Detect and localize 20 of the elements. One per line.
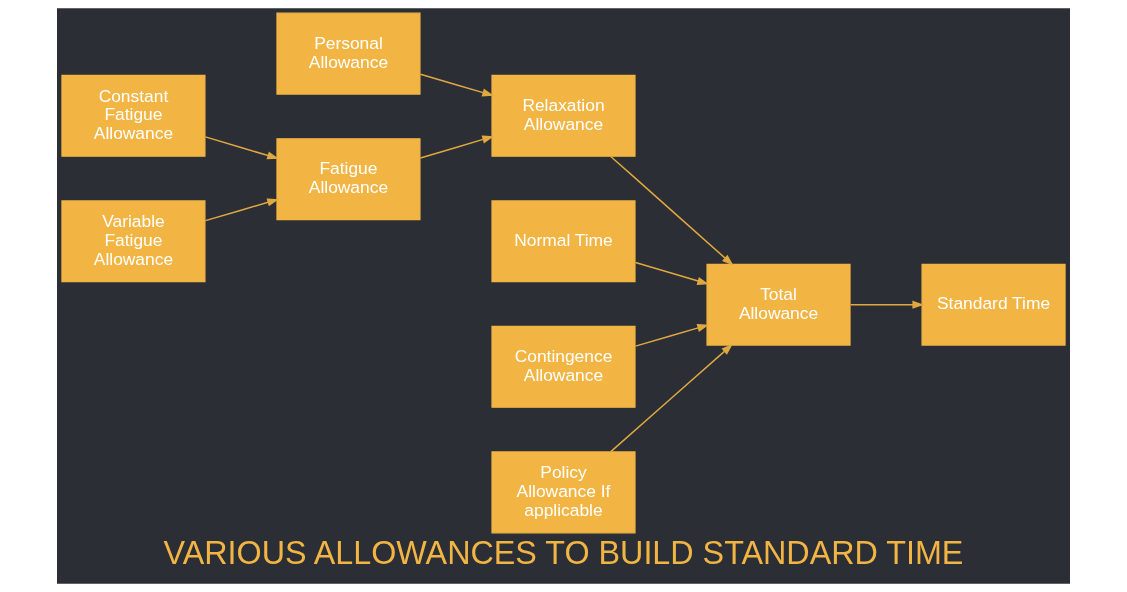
arrow — [609, 155, 734, 266]
node-box: Contingence Allowance — [491, 325, 636, 408]
node-box: Normal Time — [491, 200, 636, 283]
arrow — [204, 198, 279, 222]
diagram-title: VARIOUS ALLOWANCES TO BUILD STANDARD TIME — [163, 534, 964, 571]
arrow — [634, 261, 709, 285]
node-box: Personal Allowance — [276, 12, 421, 95]
node-box: Policy Allowance If applicable — [491, 451, 636, 534]
arrow — [634, 324, 709, 347]
node-box: Relaxation Allowance — [491, 74, 636, 157]
node-box: Fatigue Allowance — [276, 138, 421, 221]
arrow — [419, 135, 494, 159]
arrow — [610, 343, 733, 453]
node-box: Constant Fatigue Allowance — [61, 74, 206, 157]
arrow — [419, 73, 494, 97]
node-box: Total Allowance — [706, 263, 851, 346]
arrow — [204, 136, 279, 160]
node-box: Standard Time — [921, 263, 1066, 346]
arrow — [849, 300, 925, 309]
node-box: Variable Fatigue Allowance — [61, 200, 206, 283]
